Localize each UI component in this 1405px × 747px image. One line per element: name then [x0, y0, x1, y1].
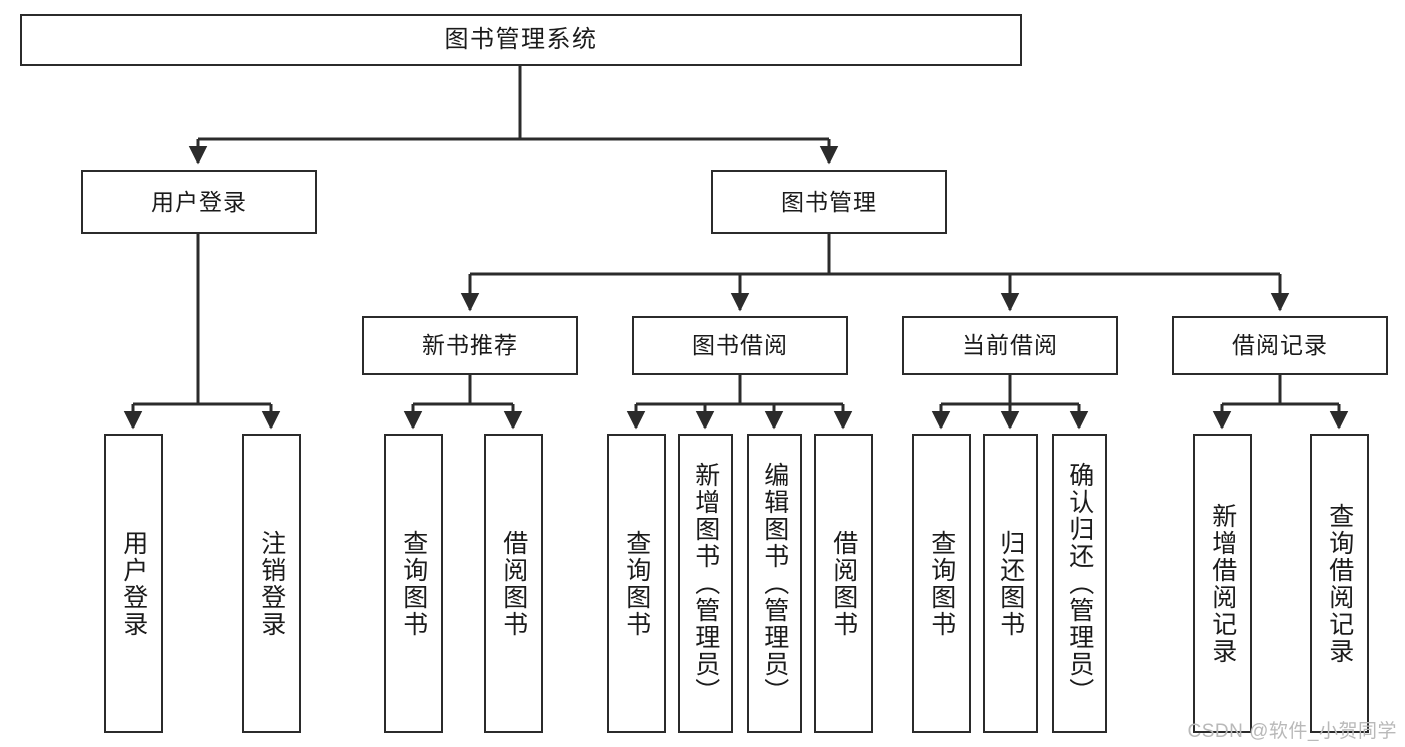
node-label: 新增借阅记录 — [1208, 502, 1237, 665]
node-label: 编辑图书（管理员） — [760, 462, 789, 705]
leaf-user-login-login[interactable]: 用户登录 — [104, 434, 163, 733]
node-label: 查询借阅记录 — [1325, 502, 1354, 665]
leaf-book-borrow-add[interactable]: 新增图书（管理员） — [678, 434, 733, 733]
leaf-new-book-borrow[interactable]: 借阅图书 — [484, 434, 543, 733]
node-label: 借阅图书 — [829, 529, 858, 638]
node-label: 归还图书 — [996, 529, 1025, 638]
leaf-current-borrow-return[interactable]: 归还图书 — [983, 434, 1038, 733]
node-label: 新书推荐 — [422, 332, 518, 359]
node-label: 用户登录 — [151, 188, 247, 215]
node-label: 借阅图书 — [499, 529, 528, 638]
node-label: 确认归还（管理员） — [1065, 462, 1094, 705]
node-label: 当前借阅 — [962, 332, 1058, 359]
node-root-system[interactable]: 图书管理系统 — [20, 14, 1022, 66]
watermark: CSDN @软件_小贺同学 — [1187, 721, 1397, 742]
leaf-current-borrow-query[interactable]: 查询图书 — [912, 434, 971, 733]
node-label: 查询图书 — [622, 529, 651, 638]
node-label: 查询图书 — [927, 529, 956, 638]
leaf-user-login-logout[interactable]: 注销登录 — [242, 434, 301, 733]
leaf-book-borrow-edit[interactable]: 编辑图书（管理员） — [747, 434, 802, 733]
node-label: 借阅记录 — [1232, 332, 1328, 359]
leaf-borrow-record-query[interactable]: 查询借阅记录 — [1310, 434, 1369, 733]
node-label: 用户登录 — [119, 529, 148, 638]
node-label: 图书借阅 — [692, 332, 788, 359]
node-label: 新增图书（管理员） — [691, 462, 720, 705]
leaf-borrow-record-add[interactable]: 新增借阅记录 — [1193, 434, 1252, 733]
leaf-current-borrow-confirm[interactable]: 确认归还（管理员） — [1052, 434, 1107, 733]
leaf-new-book-query[interactable]: 查询图书 — [384, 434, 443, 733]
node-new-book-recommend[interactable]: 新书推荐 — [362, 316, 578, 375]
node-label: 注销登录 — [257, 529, 286, 638]
leaf-book-borrow-borrow[interactable]: 借阅图书 — [814, 434, 873, 733]
node-book-management[interactable]: 图书管理 — [711, 170, 947, 234]
node-label: 图书管理系统 — [444, 26, 598, 54]
node-label: 查询图书 — [399, 529, 428, 638]
node-book-borrow[interactable]: 图书借阅 — [632, 316, 848, 375]
node-borrow-record[interactable]: 借阅记录 — [1172, 316, 1388, 375]
node-user-login[interactable]: 用户登录 — [81, 170, 317, 234]
leaf-book-borrow-query[interactable]: 查询图书 — [607, 434, 666, 733]
node-label: 图书管理 — [781, 188, 877, 215]
node-current-borrow[interactable]: 当前借阅 — [902, 316, 1118, 375]
